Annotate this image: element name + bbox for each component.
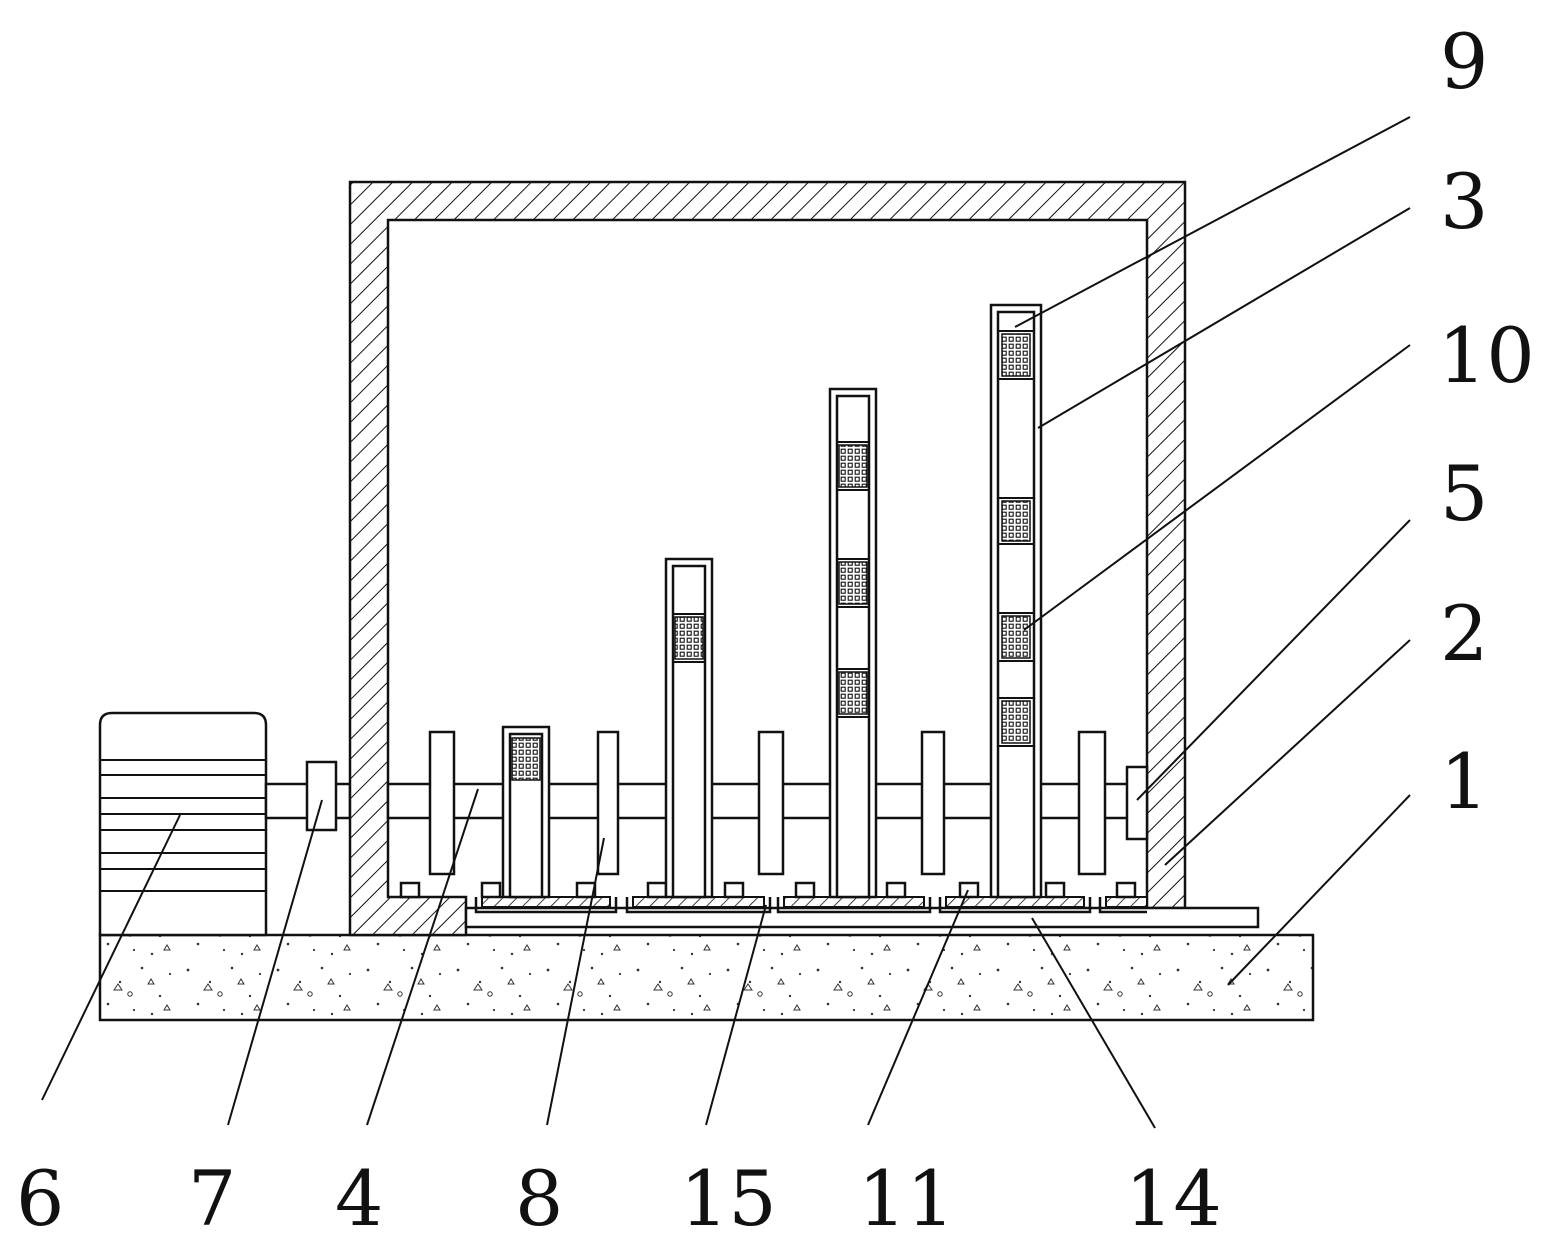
column-3	[828, 387, 878, 899]
sliding-plates	[474, 896, 1148, 914]
callout-14: 14	[1125, 1154, 1222, 1243]
base-platform	[98, 933, 1315, 1022]
callout-8: 8	[515, 1154, 563, 1243]
callout-4: 4	[335, 1154, 383, 1243]
callout-7: 7	[188, 1154, 236, 1243]
cams	[428, 730, 1107, 876]
callout-9: 9	[1440, 17, 1488, 106]
callout-6: 6	[16, 1154, 64, 1243]
callout-2: 2	[1440, 589, 1488, 678]
floor-sliders	[399, 881, 1137, 899]
motor	[98, 711, 268, 937]
leader-lines	[41, 116, 1411, 1129]
callout-10: 10	[1438, 311, 1535, 400]
column-4	[989, 303, 1043, 899]
callout-1: 1	[1440, 737, 1488, 826]
callout-5: 5	[1440, 449, 1488, 538]
bearing	[1125, 765, 1149, 841]
coupling	[305, 760, 338, 832]
column-2	[664, 557, 714, 899]
callout-15: 15	[680, 1154, 777, 1243]
callout-3: 3	[1440, 157, 1488, 246]
callout-11: 11	[858, 1154, 955, 1243]
column-1	[501, 725, 551, 899]
callouts: 6 7 4 8 15 11 14 9 3 10 5 2 1	[16, 17, 1535, 1243]
